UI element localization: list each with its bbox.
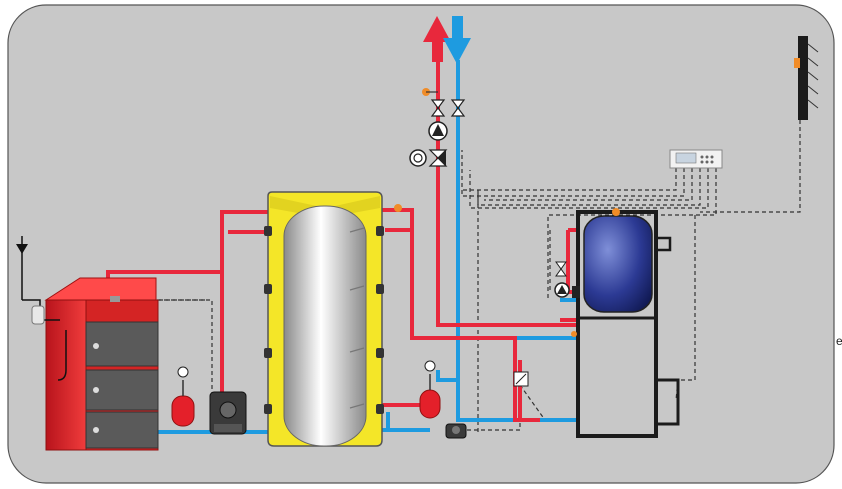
controller[interactable] — [669, 149, 723, 169]
buffer-tank — [264, 191, 402, 447]
edge-label: e — [836, 334, 842, 348]
circulation-pump-icon[interactable] — [428, 121, 448, 141]
return-pump-icon[interactable] — [445, 423, 467, 439]
heating-circuit-group — [409, 88, 466, 167]
expansion-vessel — [171, 366, 195, 427]
shutoff-valve-cold-icon[interactable] — [450, 99, 466, 117]
thermostatic-valve-icon[interactable] — [513, 371, 529, 387]
shutoff-valve-hot-icon[interactable] — [430, 99, 446, 117]
background-panel — [7, 4, 835, 484]
outdoor-sensor — [794, 36, 819, 120]
solid-fuel-boiler — [44, 277, 159, 451]
tank-charge-pump-icon[interactable] — [554, 261, 570, 298]
mixing-valve-icon[interactable] — [409, 149, 448, 167]
flow-arrow-hot-up — [423, 16, 451, 62]
flow-arrow-cold-down — [443, 16, 471, 64]
safety-heat-exchanger-inlet — [16, 236, 67, 381]
hot-water-tank — [554, 208, 680, 438]
expansion-vessel — [419, 360, 441, 419]
buffer-connection-port — [264, 226, 384, 414]
boiler-pump-group — [209, 391, 247, 435]
